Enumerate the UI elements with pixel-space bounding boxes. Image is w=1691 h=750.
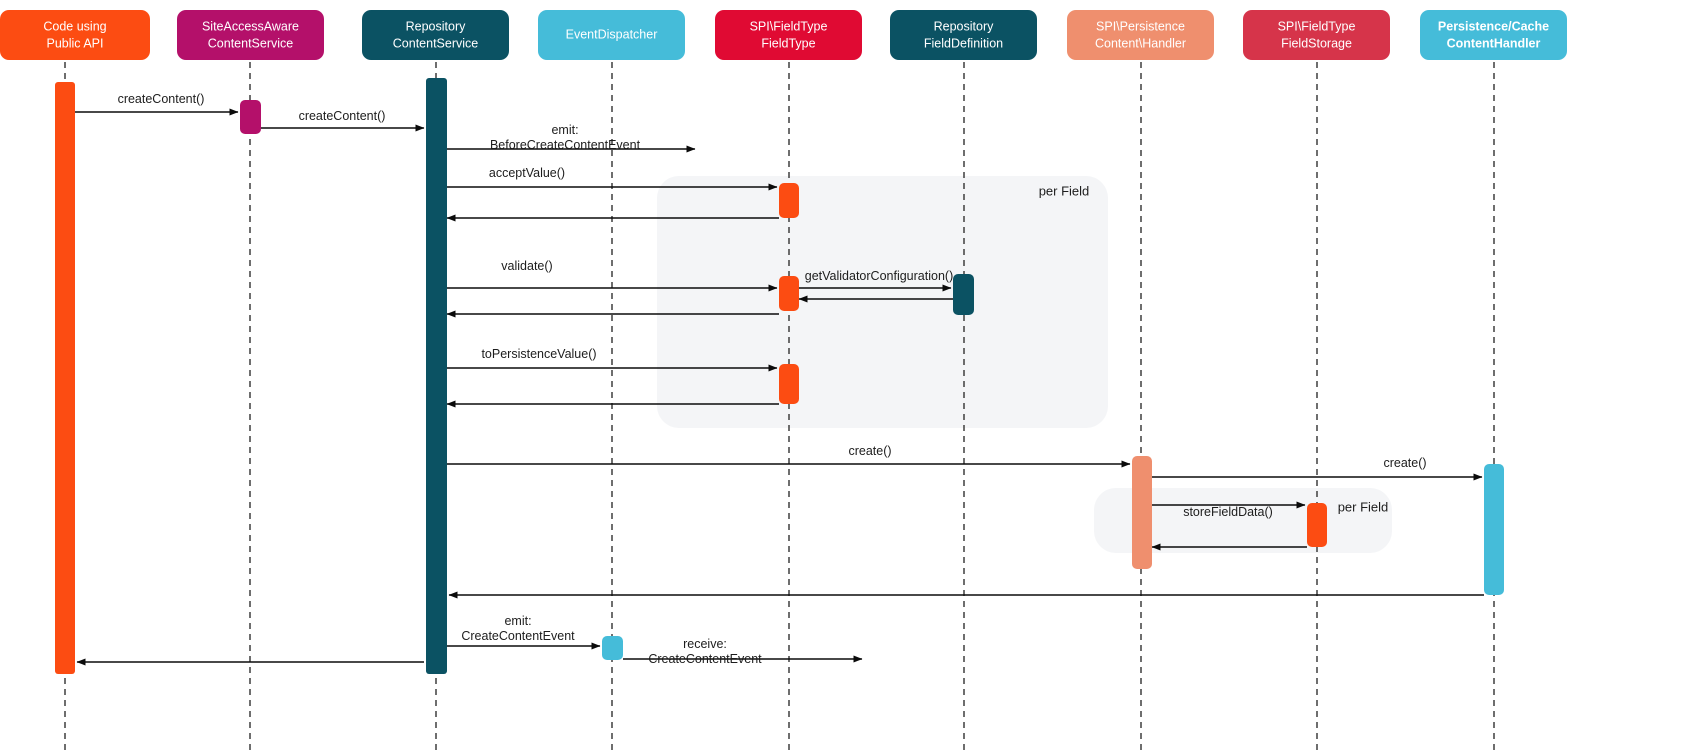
activation-act-fieldstorage — [1307, 503, 1327, 547]
participant-box-persistence-cache-contenthandler[interactable] — [1420, 10, 1567, 60]
activation-act-siteaccessaware — [240, 100, 261, 134]
group-label: per Field — [1039, 183, 1090, 198]
participant-label-line1: Repository — [934, 19, 994, 33]
participant-label-line1: Repository — [406, 19, 466, 33]
participant-box-siteaccessaware-contentservice[interactable] — [177, 10, 324, 60]
participant-box-repository-fielddefinition[interactable] — [890, 10, 1037, 60]
messages-layer: createContent() createContent() emit:Befor… — [75, 92, 1484, 666]
activation-act-event-dispatcher — [602, 636, 623, 660]
participant-label-line2: ContentService — [208, 36, 294, 50]
participant-label-line2: ContentHandler — [1447, 36, 1541, 50]
participant-label-line1: Code using — [43, 19, 106, 33]
message-label-msg-acceptvalue: acceptValue() — [489, 166, 565, 180]
message-label-msg-createcontent-2: createContent() — [299, 109, 386, 123]
participant-label-line2: Content\Handler — [1095, 36, 1186, 50]
participant-label-line2: ContentService — [393, 36, 479, 50]
participant-label-line1: Persistence/Cache — [1438, 19, 1549, 33]
participant-label-line1: SPI\FieldType — [750, 19, 828, 33]
activation-act-fieldtype-accept — [779, 183, 799, 218]
group-label: per Field — [1338, 499, 1389, 514]
participant-box-spi-persistence-content-handler[interactable] — [1067, 10, 1214, 60]
participant-label-line1: SiteAccessAware — [202, 19, 299, 33]
activation-act-cache-contenthandler — [1484, 464, 1504, 595]
participant-label-line1: SPI\Persistence — [1096, 19, 1185, 33]
participant-box-spi-fieldtype-fieldstorage[interactable] — [1243, 10, 1390, 60]
participant-label-line2: Public API — [47, 36, 104, 50]
activation-act-fieldtype-topersistence — [779, 364, 799, 404]
message-label-msg-validate: validate() — [501, 259, 552, 273]
group-boxes-layer: per Field per Field — [657, 176, 1392, 553]
message-label-msg-storefielddata: storeFieldData() — [1183, 505, 1273, 519]
participant-label-line1: EventDispatcher — [566, 27, 658, 41]
activation-act-public-api — [55, 82, 75, 674]
activation-act-fieldtype-validate — [779, 276, 799, 311]
message-label-msg-receive-createcontentevent: receive:CreateContentEvent — [648, 637, 762, 666]
participant-box-event-dispatcher[interactable] — [538, 10, 685, 60]
group-frame-group-per-field-validate — [657, 176, 1108, 428]
participant-label-line2: FieldType — [761, 36, 815, 50]
activation-act-fielddefinition — [953, 274, 974, 315]
participant-label-line2: FieldStorage — [1281, 36, 1352, 50]
activations-layer — [55, 78, 1504, 674]
participant-box-spi-fieldtype-fieldtype[interactable] — [715, 10, 862, 60]
participant-label-line2: FieldDefinition — [924, 36, 1003, 50]
participant-label-line1: SPI\FieldType — [1278, 19, 1356, 33]
message-label-msg-getvalidatorconfiguration: getValidatorConfiguration() — [805, 269, 953, 283]
participant-box-public-api[interactable] — [0, 10, 150, 60]
message-label-msg-topersistencevalue: toPersistenceValue() — [481, 347, 596, 361]
participant-box-repository-contentservice[interactable] — [362, 10, 509, 60]
activation-act-repository-contentservice — [426, 78, 447, 674]
message-label-msg-create-handler: create() — [848, 444, 891, 458]
activation-act-persistence-handler — [1132, 456, 1152, 569]
message-label-msg-emit-beforecreatecontentevent: emit:BeforeCreateContentEvent — [490, 123, 641, 152]
message-label-msg-emit-createcontentevent: emit:CreateContentEvent — [461, 614, 575, 643]
message-label-msg-createcontent-1: createContent() — [118, 92, 205, 106]
message-label-msg-create-cache: create() — [1383, 456, 1426, 470]
